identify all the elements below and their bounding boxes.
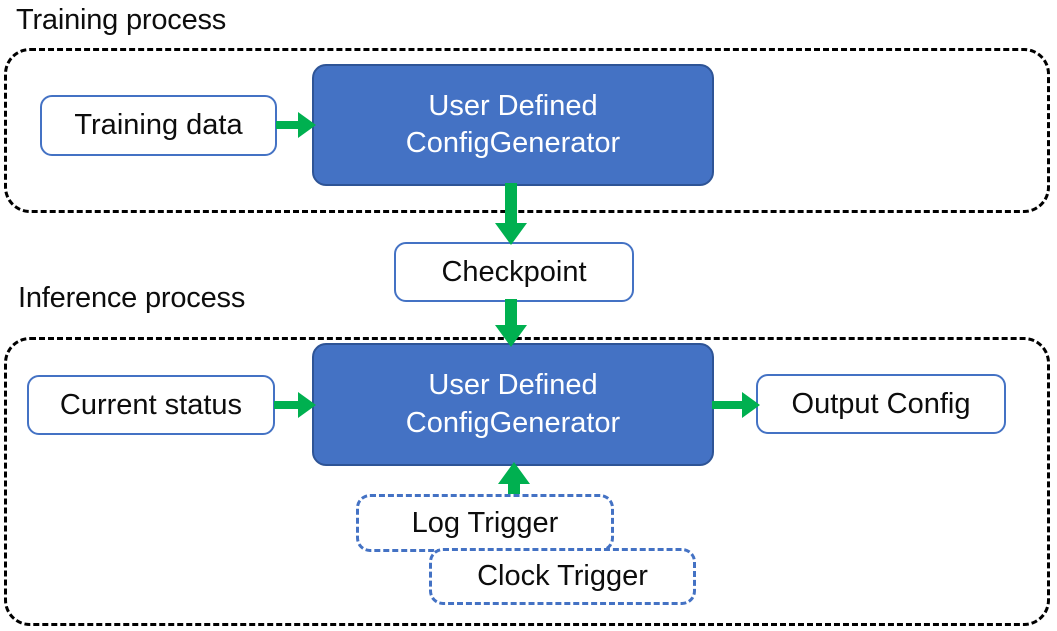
config-generator-training-label: User Defined ConfigGenerator xyxy=(405,89,621,159)
node-output-config[interactable]: Output Config xyxy=(756,374,1006,434)
arrow-config-generator-to-checkpoint xyxy=(495,183,527,245)
node-current-status[interactable]: Current status xyxy=(27,375,275,435)
node-checkpoint[interactable]: Checkpoint xyxy=(394,242,634,302)
arrow-config-generator-to-output-config xyxy=(712,392,760,418)
arrow-training-data-to-config-generator xyxy=(276,112,316,138)
node-log-trigger[interactable]: Log Trigger xyxy=(356,494,614,552)
inference-process-label: Inference process xyxy=(18,282,246,314)
training-process-container xyxy=(4,48,1050,213)
arrow-current-status-to-config-generator xyxy=(274,392,316,418)
node-user-defined-config-generator-training[interactable]: User Defined ConfigGenerator xyxy=(312,64,714,186)
inference-process-container xyxy=(4,337,1050,626)
node-clock-trigger[interactable]: Clock Trigger xyxy=(429,548,696,605)
arrow-checkpoint-to-config-generator xyxy=(495,299,527,347)
node-training-data[interactable]: Training data xyxy=(40,95,277,156)
config-generator-inference-label: User Defined ConfigGenerator xyxy=(405,369,621,439)
training-process-label: Training process xyxy=(16,4,227,36)
arrow-triggers-to-config-generator xyxy=(498,462,530,504)
node-user-defined-config-generator-inference[interactable]: User Defined ConfigGenerator xyxy=(312,343,714,466)
